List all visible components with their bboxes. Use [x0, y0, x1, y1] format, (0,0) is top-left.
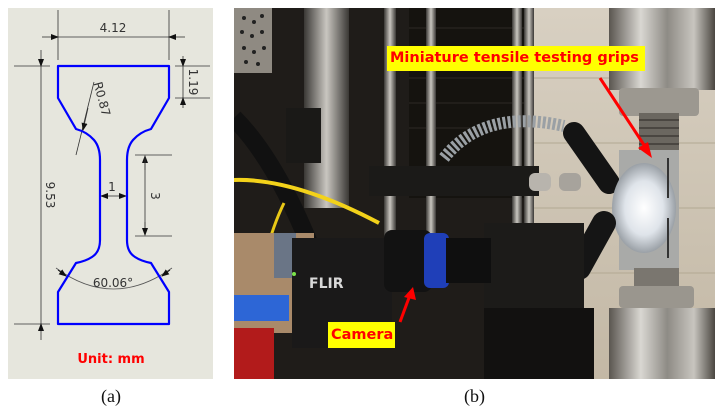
dimension-width	[42, 10, 185, 60]
caption-b: (b)	[464, 386, 485, 406]
camera-arrow	[398, 294, 412, 323]
specimen-drawing-panel: 4.12 9.53 1.19 R0.87	[8, 8, 213, 379]
grips-annotation-label: Miniature tensile testing grips	[387, 46, 645, 71]
radius-leader	[75, 81, 95, 156]
unit-label: Unit: mm	[77, 352, 144, 367]
angle-dimension-label: 60.06°	[93, 276, 133, 290]
camera-annotation-label: Camera	[328, 322, 395, 348]
caption-a: (a)	[101, 386, 121, 406]
grip-height-dimension-label: 1.19	[186, 69, 200, 96]
radius-dimension-label: R0.87	[91, 80, 114, 117]
dimension-length	[14, 50, 50, 340]
gauge-width-dimension-label: 1	[108, 180, 116, 194]
grips-arrow	[598, 77, 650, 152]
gauge-length-dimension-label: 3	[148, 192, 162, 200]
specimen-outline	[56, 64, 171, 326]
width-dimension-label: 4.12	[100, 21, 127, 35]
dimension-gauge-length	[135, 154, 172, 237]
length-dimension-label: 9.53	[43, 182, 57, 209]
dimension-grip-height	[175, 56, 210, 108]
camera-brand-text: FLIR	[309, 276, 344, 292]
